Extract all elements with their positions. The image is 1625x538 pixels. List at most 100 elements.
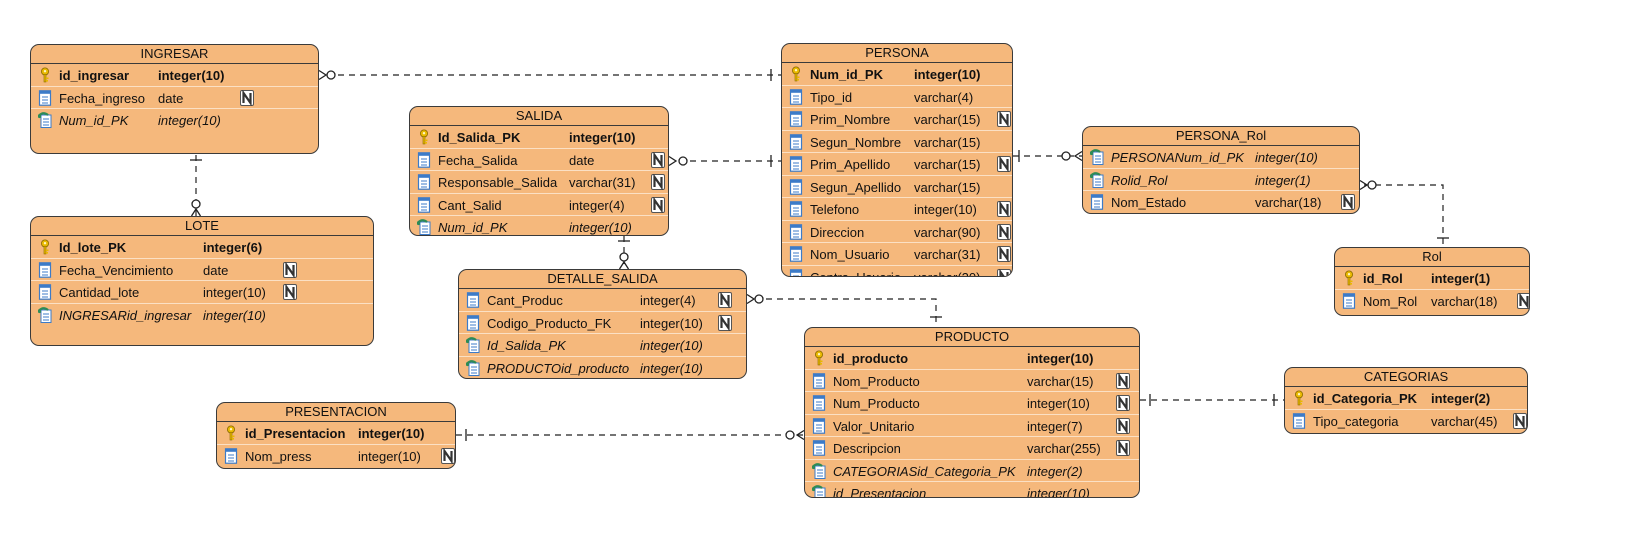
column-icon xyxy=(789,178,803,195)
attribute-type: integer(10) xyxy=(358,426,425,441)
attribute-type: integer(2) xyxy=(1027,463,1083,479)
attribute-row[interactable]: INGRESARid_ingresar integer(10) xyxy=(31,302,373,326)
attribute-row[interactable]: Cant_Produc integer(4) xyxy=(459,289,746,311)
nullable-badge-icon xyxy=(651,173,665,191)
attribute-type: varchar(255) xyxy=(1027,441,1101,456)
foreign-key-icon xyxy=(37,306,52,323)
attribute-row[interactable]: Descripcion varchar(255) xyxy=(805,436,1139,459)
entity-title: CATEGORIAS xyxy=(1285,368,1527,387)
attribute-name: PERSONANum_id_PK xyxy=(1111,150,1244,165)
attribute-name: id_ingresar xyxy=(59,68,130,83)
attribute-name: Fecha_Vencimiento xyxy=(59,262,174,278)
column-icon xyxy=(812,372,826,389)
attribute-name: PRODUCTOid_producto xyxy=(487,360,630,376)
foreign-key-icon xyxy=(465,337,480,353)
attribute-type: integer(10) xyxy=(640,360,703,376)
attribute-type: integer(4) xyxy=(640,293,696,308)
cardinality-many-mark xyxy=(190,207,202,217)
attribute-type: integer(4) xyxy=(569,197,625,213)
attribute-type: integer(10) xyxy=(1027,396,1090,411)
attribute-type: integer(10) xyxy=(203,285,266,300)
nullable-badge-icon xyxy=(283,283,297,301)
entity-title: DETALLE_SALIDA xyxy=(459,270,746,289)
attribute-name: Fecha_ingreso xyxy=(59,90,145,106)
attribute-name: id_Rol xyxy=(1363,271,1403,286)
foreign-key-icon xyxy=(416,219,431,235)
attribute-name: Prim_Apellido xyxy=(810,157,891,172)
attribute-type: integer(10) xyxy=(203,307,266,323)
column-icon xyxy=(417,196,431,213)
attribute-name: CATEGORIASid_Categoria_PK xyxy=(833,463,1016,479)
attribute-type: integer(10) xyxy=(640,315,703,331)
cardinality-many-mark xyxy=(746,293,756,305)
cardinality-many-mark xyxy=(618,260,630,270)
nullable-badge-icon xyxy=(651,151,665,168)
entity-detalle-salida[interactable]: DETALLE_SALIDA Cant_Produc integer(4) Cod… xyxy=(458,269,747,379)
attribute-type: varchar(15) xyxy=(1027,373,1094,389)
nullable-badge-icon xyxy=(1517,292,1529,309)
foreign-key-icon xyxy=(465,359,480,376)
cardinality-many-mark xyxy=(1359,179,1369,191)
cardinality-optional-mark xyxy=(785,430,795,440)
cardinality-optional-mark xyxy=(326,70,336,80)
attribute-name: Cant_Produc xyxy=(487,293,563,308)
attribute-type: varchar(45) xyxy=(1431,413,1498,429)
cardinality-optional-mark xyxy=(191,199,201,209)
attribute-name: Descripcion xyxy=(833,441,901,456)
nullable-badge-icon xyxy=(1341,193,1355,211)
nullable-badge-icon xyxy=(997,268,1011,276)
attribute-row[interactable]: CATEGORIASid_Categoria_PK integer(2) xyxy=(805,458,1139,482)
attribute-row[interactable]: PRODUCTOid_producto integer(10) xyxy=(459,355,746,379)
attribute-name: INGRESARid_ingresar xyxy=(59,307,192,323)
nullable-badge-icon xyxy=(283,261,297,278)
nullable-badge-icon xyxy=(651,196,665,213)
